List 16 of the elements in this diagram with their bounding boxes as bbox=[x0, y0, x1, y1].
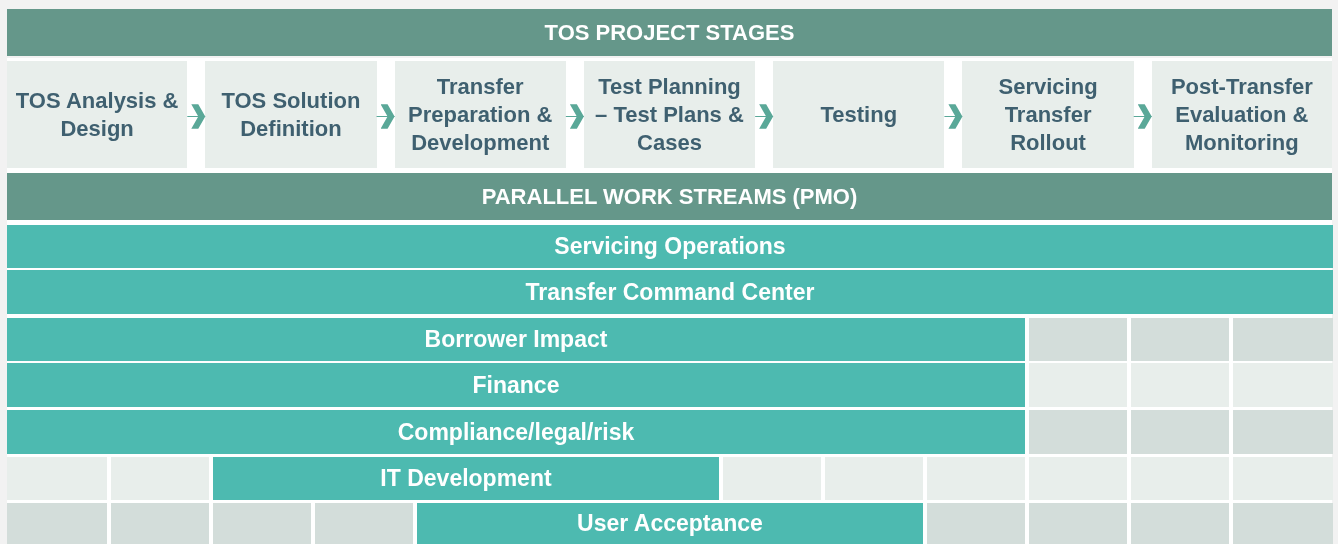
stage-box: TOS Analysis & Design bbox=[7, 61, 188, 168]
stage-box: Post-Transfer Evaluation & Monitoring bbox=[1151, 61, 1332, 168]
workstream-bar: IT Development bbox=[213, 457, 719, 500]
workstream-bar: Borrower Impact bbox=[7, 318, 1025, 361]
workstream-bar: Finance bbox=[7, 363, 1025, 407]
workstream-bar: User Acceptance bbox=[417, 503, 923, 544]
stage-box: Transfer Preparation & Development bbox=[394, 61, 566, 168]
section-header-bar: TOS PROJECT STAGES bbox=[7, 9, 1332, 56]
stage-box: Test Planning – Test Plans & Cases bbox=[583, 61, 756, 168]
workstream-bar: Compliance/legal/risk bbox=[7, 410, 1025, 454]
stage-box: Testing bbox=[773, 61, 945, 168]
stage-box: TOS Solution Definition bbox=[205, 61, 377, 168]
section-header-bar: PARALLEL WORK STREAMS (PMO) bbox=[7, 173, 1332, 220]
workstream-bar: Transfer Command Center bbox=[7, 270, 1333, 314]
stage-box: Servicing Transfer Rollout bbox=[962, 61, 1134, 168]
workstream-bar: Servicing Operations bbox=[7, 225, 1333, 268]
